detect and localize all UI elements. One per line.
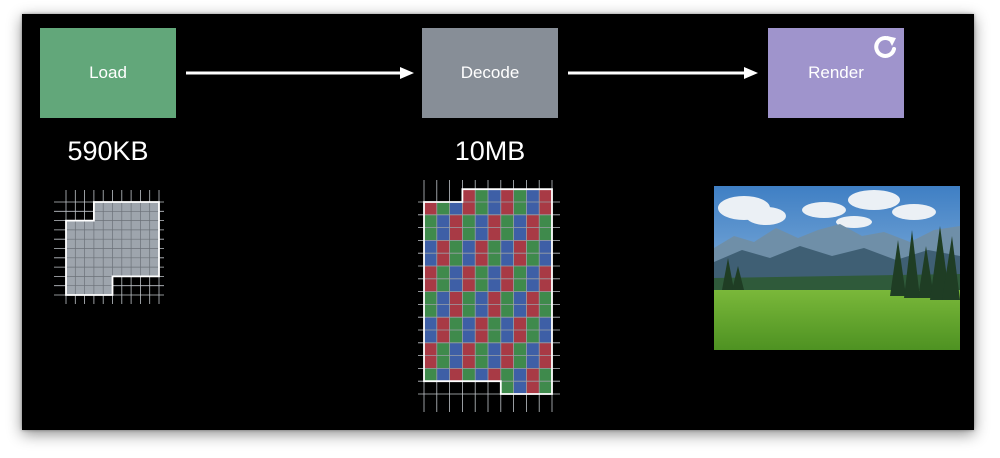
render-stage-label: Render bbox=[808, 63, 864, 82]
decode-size-label: 10MB bbox=[454, 136, 526, 166]
compressed-data-grid bbox=[54, 190, 164, 304]
load-size-label: 590KB bbox=[67, 136, 149, 166]
slide: Load Decode Render 590KB 10MB bbox=[22, 14, 974, 430]
decode-stage-box: Decode bbox=[422, 28, 558, 118]
refresh-icon bbox=[874, 35, 896, 58]
rendered-landscape-image bbox=[714, 186, 960, 350]
decoded-pixel-buffer-grid bbox=[418, 180, 560, 412]
render-stage-box: Render bbox=[768, 28, 904, 118]
load-stage-box: Load bbox=[40, 28, 176, 118]
decode-stage-label: Decode bbox=[460, 63, 520, 82]
arrow-load-to-decode bbox=[186, 67, 414, 79]
load-stage-label: Load bbox=[89, 63, 127, 82]
arrow-decode-to-render bbox=[568, 67, 758, 79]
